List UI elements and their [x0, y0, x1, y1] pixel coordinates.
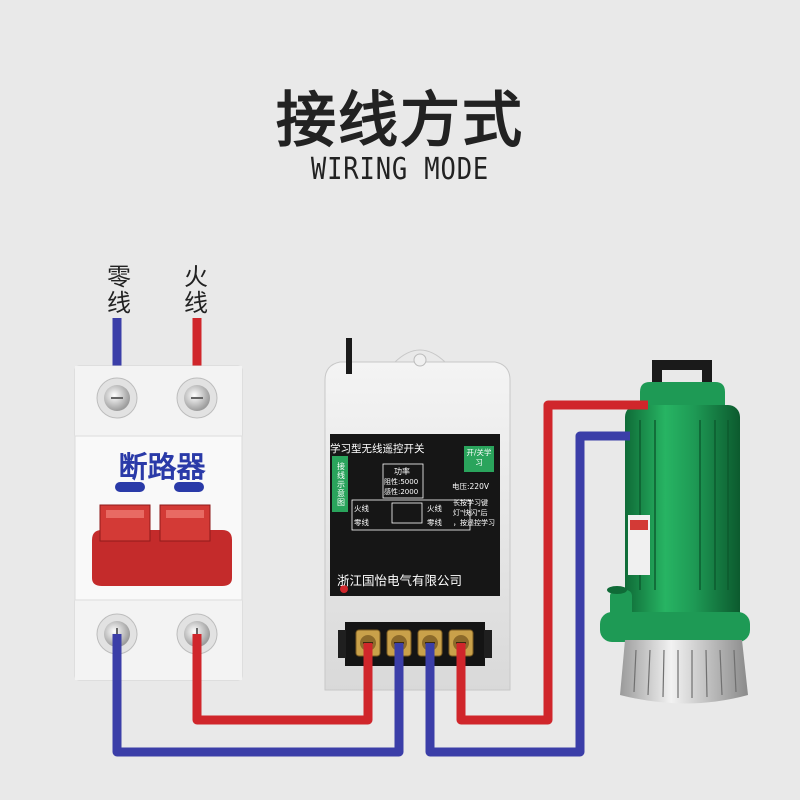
instruction-line-3: ，按遥控学习	[453, 519, 495, 527]
inductive-rating: 感性:2000	[384, 488, 419, 496]
live-wire-label: 火线	[184, 263, 208, 317]
controller-title: 学习型无线遥控开关	[330, 443, 425, 455]
power-label: 功率	[394, 467, 410, 476]
circuit-breaker	[74, 365, 243, 681]
page-title: 接线方式	[276, 86, 524, 156]
voltage-rating: 电压:220V	[452, 482, 489, 491]
neutral-wire-controller-to-pump	[425, 431, 630, 757]
switch-learn-tag: 开/关学习	[466, 448, 492, 467]
terminal-neutral-right: 零线	[427, 518, 442, 527]
remote-switch-controller	[324, 338, 511, 691]
terminal-neutral-left: 零线	[354, 518, 369, 527]
resistive-rating: 阻性:5000	[384, 478, 419, 486]
company-name: 浙江国怡电气有限公司	[337, 573, 463, 588]
water-pump	[600, 360, 750, 704]
instruction-line-1: 长按学习键	[453, 499, 488, 507]
neutral-wire-breaker-to-controller	[112, 634, 404, 757]
terminal-live-left: 火线	[354, 504, 369, 513]
neutral-wire-label: 零线	[107, 263, 131, 317]
live-wire-breaker-to-controller	[192, 634, 373, 725]
instruction-line-2: 灯"快闪"后	[453, 509, 488, 517]
page-subtitle: WIRING MODE	[310, 152, 490, 187]
live-wire-controller-to-pump	[456, 400, 648, 725]
terminal-live-right: 火线	[427, 504, 442, 513]
controller-side-label: 接线示意图	[337, 462, 345, 507]
breaker-label: 断路器	[118, 450, 206, 484]
